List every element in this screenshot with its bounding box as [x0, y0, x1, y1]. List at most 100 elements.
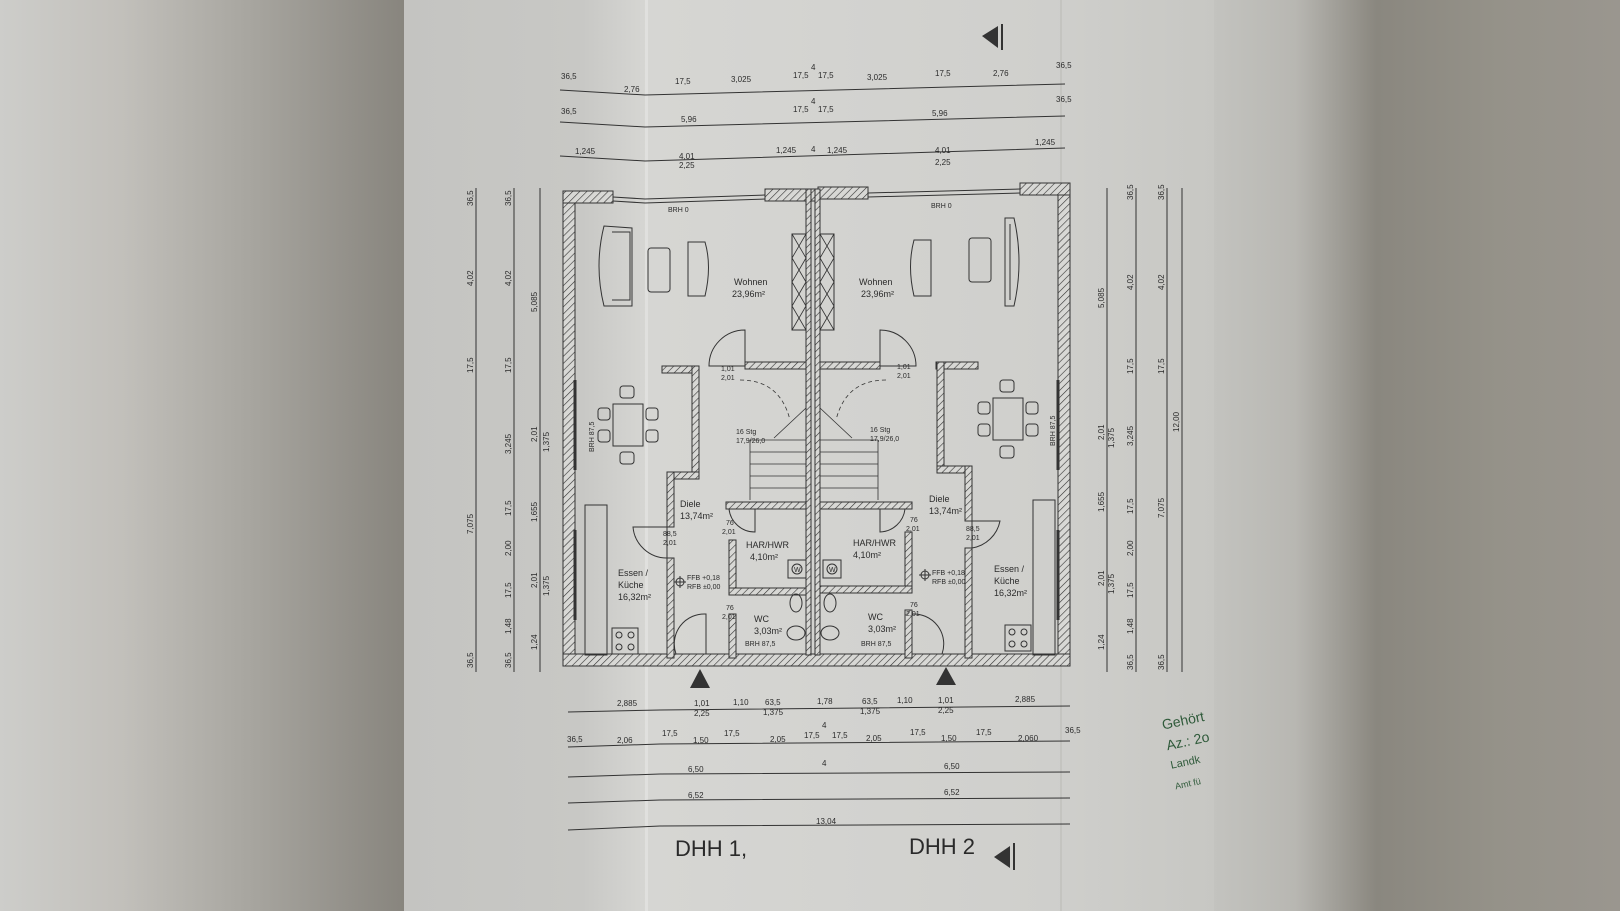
svg-text:3,03m²: 3,03m² — [754, 626, 782, 636]
svg-text:3,025: 3,025 — [731, 75, 752, 84]
svg-text:17,9/26,0: 17,9/26,0 — [870, 436, 899, 443]
svg-text:4: 4 — [811, 145, 816, 154]
svg-text:4,02: 4,02 — [1126, 274, 1135, 290]
svg-text:4,10m²: 4,10m² — [750, 552, 778, 562]
svg-text:36,5: 36,5 — [1157, 184, 1166, 200]
svg-text:WC: WC — [754, 614, 769, 624]
dimension-lines-bottom — [567, 705, 1071, 831]
svg-text:4,01: 4,01 — [679, 152, 695, 161]
svg-text:2,885: 2,885 — [617, 699, 638, 708]
svg-text:2,01: 2,01 — [722, 614, 736, 621]
svg-text:FFB +0,18: FFB +0,18 — [932, 570, 965, 577]
svg-text:76: 76 — [910, 517, 918, 524]
svg-text:1,48: 1,48 — [1126, 618, 1135, 634]
svg-text:88,5: 88,5 — [663, 531, 677, 538]
background-right — [1214, 0, 1620, 911]
svg-text:63,5: 63,5 — [862, 697, 878, 706]
svg-text:2,01: 2,01 — [721, 375, 735, 382]
svg-text:2,060: 2,060 — [1018, 734, 1039, 743]
svg-text:2,76: 2,76 — [624, 85, 640, 94]
svg-text:2,00: 2,00 — [1126, 540, 1135, 556]
svg-text:63,5: 63,5 — [765, 698, 781, 707]
unit-label-dhh2: DHH 2 — [909, 834, 976, 859]
washing-machine-icon — [787, 559, 842, 579]
kitchen-counter-icon — [584, 499, 1056, 656]
svg-text:W: W — [829, 567, 836, 574]
svg-text:WC: WC — [868, 612, 883, 622]
svg-text:1,245: 1,245 — [1035, 138, 1056, 147]
svg-text:2,25: 2,25 — [694, 709, 710, 718]
svg-text:Essen /: Essen / — [618, 568, 649, 578]
svg-text:17,5: 17,5 — [793, 105, 809, 114]
svg-text:17,5: 17,5 — [935, 69, 951, 78]
walls — [562, 182, 1071, 667]
svg-text:Diele: Diele — [929, 494, 950, 504]
svg-text:4,10m²: 4,10m² — [853, 550, 881, 560]
svg-text:1,655: 1,655 — [1097, 491, 1106, 512]
svg-text:76: 76 — [726, 605, 734, 612]
svg-text:76: 76 — [726, 520, 734, 527]
svg-text:2,01: 2,01 — [966, 535, 980, 542]
svg-text:2,00: 2,00 — [504, 540, 513, 556]
svg-text:6,50: 6,50 — [688, 765, 704, 774]
svg-text:2,01: 2,01 — [1097, 424, 1106, 440]
svg-text:3,245: 3,245 — [504, 433, 513, 454]
svg-text:2,25: 2,25 — [935, 158, 951, 167]
svg-text:2,06: 2,06 — [617, 736, 633, 745]
svg-text:36,5: 36,5 — [466, 652, 475, 668]
svg-text:1,50: 1,50 — [693, 736, 709, 745]
svg-text:1,50: 1,50 — [941, 734, 957, 743]
svg-text:2,01: 2,01 — [897, 373, 911, 380]
svg-text:16 Stg: 16 Stg — [870, 427, 890, 434]
svg-text:1,375: 1,375 — [763, 708, 784, 717]
entrance-arrow-icon — [690, 667, 956, 688]
svg-text:2,01: 2,01 — [663, 540, 677, 547]
svg-text:BRH 87,5: BRH 87,5 — [861, 641, 891, 648]
svg-text:1,375: 1,375 — [542, 431, 551, 452]
svg-text:Küche: Küche — [618, 580, 644, 590]
svg-text:6,50: 6,50 — [944, 762, 960, 771]
room-labels-dhh2: Wohnen 23,96m² Diele 13,74m² HAR/HWR 4,1… — [853, 277, 1027, 634]
svg-text:2,01: 2,01 — [906, 611, 920, 618]
svg-text:36,5: 36,5 — [561, 107, 577, 116]
room-labels-dhh1: Wohnen 23,96m² Diele 13,74m² HAR/HWR 4,1… — [618, 277, 789, 636]
svg-text:2,01: 2,01 — [530, 572, 539, 588]
svg-text:3,025: 3,025 — [867, 73, 888, 82]
svg-text:36,5: 36,5 — [466, 190, 475, 206]
svg-text:13,04: 13,04 — [816, 817, 837, 826]
door-swing-icon — [632, 329, 1001, 655]
sofa-icon — [598, 217, 1020, 307]
svg-text:7,075: 7,075 — [1157, 497, 1166, 518]
svg-text:5,085: 5,085 — [530, 291, 539, 312]
paper-fold — [645, 0, 648, 911]
svg-text:16 Stg: 16 Stg — [736, 429, 756, 436]
dimension-text-bottom: 2,885 1,01 2,25 1,10 63,5 1,375 1,78 63,… — [567, 695, 1081, 826]
svg-text:17,5: 17,5 — [466, 357, 475, 373]
toilet-icon — [786, 593, 840, 641]
svg-text:BRH 0: BRH 0 — [931, 203, 952, 210]
svg-text:2,25: 2,25 — [938, 706, 954, 715]
svg-text:FFB +0,18: FFB +0,18 — [687, 575, 720, 582]
svg-text:4,01: 4,01 — [935, 146, 951, 155]
section-marker-icon — [982, 24, 1015, 870]
svg-text:1,48: 1,48 — [504, 618, 513, 634]
svg-text:17,5: 17,5 — [832, 731, 848, 740]
svg-text:36,5: 36,5 — [1126, 654, 1135, 670]
svg-text:1,245: 1,245 — [776, 146, 797, 155]
svg-text:13,74m²: 13,74m² — [929, 506, 962, 516]
svg-text:2,01: 2,01 — [722, 529, 736, 536]
svg-text:1,01: 1,01 — [721, 366, 735, 373]
svg-text:17,5: 17,5 — [1157, 358, 1166, 374]
svg-text:5,085: 5,085 — [1097, 287, 1106, 308]
svg-text:36,5: 36,5 — [1126, 184, 1135, 200]
svg-text:4,02: 4,02 — [1157, 274, 1166, 290]
svg-text:16,32m²: 16,32m² — [618, 592, 651, 602]
svg-text:76: 76 — [910, 602, 918, 609]
svg-text:4: 4 — [822, 759, 827, 768]
svg-text:6,52: 6,52 — [688, 791, 704, 800]
svg-text:1,245: 1,245 — [827, 146, 848, 155]
svg-text:36,5: 36,5 — [504, 190, 513, 206]
svg-text:1,375: 1,375 — [1107, 427, 1116, 448]
dimension-text-left: 36,5 4,02 17,5 7,075 36,5 36,5 4,02 17,5… — [466, 184, 1181, 670]
